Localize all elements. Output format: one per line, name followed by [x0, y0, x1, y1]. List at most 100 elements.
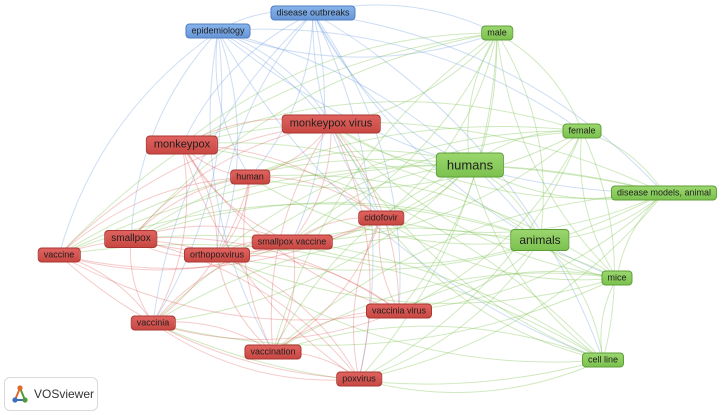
edge-male-vaccine: [58, 32, 498, 256]
edge-monkeypox-virus-smallpox-vaccine: [291, 123, 332, 243]
edge-female-vaccinia-virus: [398, 130, 583, 312]
edge-vaccine-poxvirus: [58, 254, 360, 380]
edge-animals-poxvirus: [358, 239, 541, 380]
edge-disease-outbreaks-human: [249, 12, 314, 178]
edge-smallpox-vaccine-vaccine: [58, 241, 293, 271]
edge-cidofovir-vaccination: [272, 217, 382, 353]
edge-female-poxvirus: [358, 130, 583, 380]
edge-mice-vaccinia: [152, 277, 618, 346]
edge-epidemiology-vaccination: [209, 30, 274, 353]
edge-cell-line-monkeypox: [181, 144, 604, 361]
edge-mice-cidofovir: [380, 217, 618, 281]
edge-cidofovir-vaccinia-virus: [378, 217, 400, 312]
edge-female-mice: [579, 130, 618, 279]
edge-cidofovir-vaccine: [58, 217, 382, 269]
edge-vaccine-vaccinia: [58, 254, 154, 324]
edge-cell-line-poxvirus: [358, 359, 604, 393]
edge-smallpox-vaccine-vaccination: [272, 241, 296, 353]
node-monkeypox[interactable]: monkeypox: [145, 135, 219, 155]
edge-epidemiology-cell-line: [217, 30, 604, 361]
edge-animals-human: [249, 176, 541, 245]
edge-disease-models-animal-smallpox: [130, 164, 665, 240]
node-male[interactable]: male: [481, 25, 513, 41]
edge-vaccinia-virus-vaccinia: [152, 310, 400, 341]
edge-humans-vaccinia: [152, 164, 471, 324]
node-monkeypox-virus[interactable]: monkeypox virus: [281, 114, 381, 134]
node-mice[interactable]: mice: [601, 270, 633, 286]
edge-vaccinia-poxvirus: [152, 322, 360, 381]
edge-female-human: [249, 130, 583, 189]
edge-epidemiology-female: [217, 28, 583, 132]
edge-male-animals: [496, 32, 544, 241]
node-smallpox-vaccine[interactable]: smallpox vaccine: [251, 234, 333, 250]
edge-smallpox-vaccinia: [129, 238, 154, 324]
edge-epidemiology-male: [217, 30, 498, 58]
edge-monkeypox-virus-vaccination: [270, 123, 332, 353]
node-humans[interactable]: humans: [435, 152, 505, 178]
node-vaccinia-virus[interactable]: vaccinia virus: [365, 303, 433, 319]
edge-mice-human: [249, 174, 618, 279]
node-disease-models-animal[interactable]: disease models, animal: [610, 185, 718, 201]
edge-animals-vaccinia: [152, 233, 541, 324]
edge-male-female: [496, 32, 583, 132]
edge-epidemiology-vaccinia: [152, 30, 223, 324]
node-cell-line[interactable]: cell line: [581, 352, 625, 368]
node-human[interactable]: human: [230, 169, 270, 185]
edge-disease-models-animal-vaccination: [272, 192, 665, 353]
edge-mice-orthopoxvirus: [216, 254, 618, 304]
edge-orthopoxvirus-vaccination: [216, 254, 274, 353]
edge-male-mice: [496, 32, 618, 279]
edge-mice-monkeypox-virus: [330, 123, 618, 279]
edge-cell-line-monkeypox-virus: [330, 123, 604, 361]
edge-disease-outbreaks-vaccinia-virus: [312, 12, 401, 312]
edge-monkeypox-poxvirus: [181, 144, 360, 380]
edge-cell-line-cidofovir: [380, 217, 604, 361]
node-animals[interactable]: animals: [510, 229, 570, 251]
edge-disease-models-animal-poxvirus: [358, 192, 665, 380]
edge-male-monkeypox: [181, 32, 498, 146]
edge-epidemiology-human: [215, 30, 251, 178]
vosviewer-logo: VOSviewer: [4, 377, 98, 411]
edge-animals-cell-line: [539, 239, 604, 361]
node-vaccination[interactable]: vaccination: [244, 344, 302, 360]
edge-disease-models-animal-monkeypox: [181, 121, 665, 194]
vosviewer-logo-icon: [12, 385, 28, 403]
edge-smallpox-poxvirus: [130, 238, 360, 380]
edge-vaccine-vaccinia-virus: [58, 254, 400, 321]
edge-mice-vaccinia-virus: [398, 270, 618, 312]
node-orthopoxvirus[interactable]: orthopoxvirus: [183, 247, 251, 263]
edge-monkeypox-orthopoxvirus: [181, 144, 218, 256]
edge-orthopoxvirus-poxvirus: [216, 254, 360, 380]
edge-humans-vaccination: [272, 164, 471, 353]
edge-female-orthopoxvirus: [216, 130, 583, 256]
edge-epidemiology-smallpox: [130, 30, 219, 240]
edge-monkeypox-virus-poxvirus: [330, 123, 371, 380]
edge-male-cidofovir: [380, 32, 498, 219]
node-vaccinia[interactable]: vaccinia: [130, 315, 176, 331]
edge-male-smallpox: [130, 32, 498, 240]
edge-monkeypox-vaccinia: [152, 144, 188, 324]
edge-female-vaccinia: [152, 130, 583, 324]
edge-animals-monkeypox: [181, 142, 541, 241]
edge-male-smallpox-vaccine: [291, 32, 498, 243]
edge-epidemiology-animals: [217, 30, 541, 241]
node-epidemiology[interactable]: epidemiology: [185, 23, 251, 39]
edge-human-vaccination: [243, 176, 274, 353]
edge-mice-cell-line: [600, 277, 618, 361]
node-vaccine[interactable]: vaccine: [37, 247, 81, 263]
edge-disease-models-animal-orthopoxvirus: [216, 192, 665, 271]
edge-disease-outbreaks-poxvirus: [312, 12, 374, 380]
edge-cidofovir-poxvirus: [352, 217, 382, 380]
edge-disease-models-animal-mice: [616, 192, 665, 279]
node-poxvirus[interactable]: poxvirus: [336, 371, 382, 387]
edge-human-vaccine: [58, 176, 251, 256]
node-female[interactable]: female: [562, 123, 602, 139]
edge-disease-models-animal-vaccine: [58, 164, 665, 256]
node-disease-outbreaks[interactable]: disease outbreaks: [270, 5, 356, 21]
node-cidofovir[interactable]: cidofovir: [358, 210, 404, 226]
edge-disease-models-animal-vaccinia-virus: [398, 192, 665, 312]
node-smallpox[interactable]: smallpox: [104, 230, 158, 248]
edge-disease-outbreaks-orthopoxvirus: [216, 12, 314, 256]
edge-epidemiology-cidofovir: [217, 30, 382, 219]
